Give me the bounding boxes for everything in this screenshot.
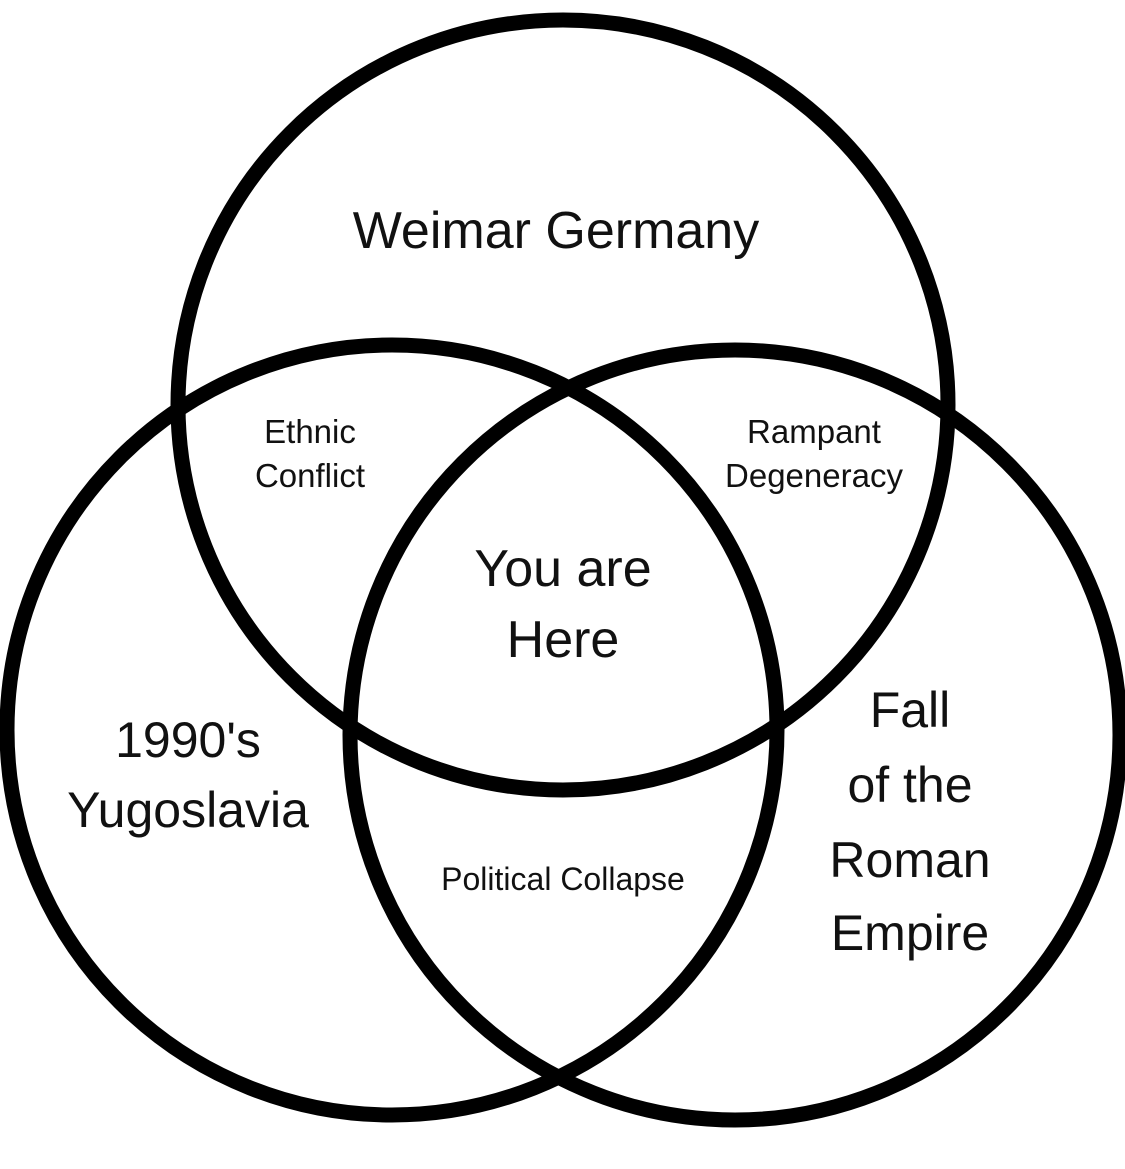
weimar-germany-circle bbox=[170, 12, 956, 798]
yugoslavia-circle bbox=[0, 337, 785, 1123]
weimar-germany-label: Weimar Germany bbox=[353, 202, 759, 260]
ethnic-conflict-label: Ethnic bbox=[264, 413, 356, 450]
rampant-degeneracy-label: Rampant bbox=[747, 413, 881, 450]
roman-empire-circle bbox=[342, 342, 1125, 1128]
yugoslavia-label: 1990's bbox=[115, 712, 261, 768]
you-are-here-label: You are bbox=[474, 540, 651, 598]
roman-empire-label: Fall bbox=[870, 682, 951, 738]
you-are-here-label: Here bbox=[507, 611, 620, 669]
roman-empire-label: Roman bbox=[829, 832, 990, 888]
ethnic-conflict-label: Conflict bbox=[255, 457, 365, 494]
roman-empire-label: Empire bbox=[831, 905, 989, 961]
roman-empire-label: of the bbox=[847, 757, 972, 813]
yugoslavia-label: Yugoslavia bbox=[67, 782, 309, 838]
rampant-degeneracy-label: Degeneracy bbox=[725, 457, 903, 494]
political-collapse-label: Political Collapse bbox=[441, 861, 685, 897]
